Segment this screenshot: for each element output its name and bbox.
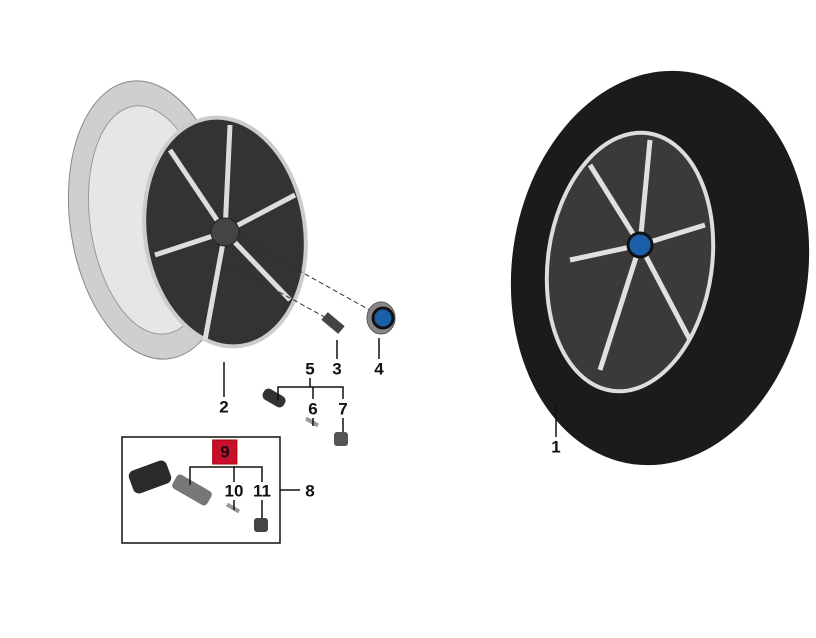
complete-wheel-drawing: [510, 70, 810, 466]
callout-11: 11: [253, 481, 271, 501]
callout-1: 1: [551, 437, 561, 457]
leader-lines: [121, 338, 557, 544]
callout-6: 6: [308, 399, 318, 419]
wheel-bolt-drawing: [321, 312, 345, 334]
callout-7: 7: [338, 399, 348, 419]
callout-2: 2: [219, 397, 229, 417]
valve-drawing: [262, 388, 286, 408]
callout-9-highlighted: 9: [212, 439, 238, 465]
callout-5: 5: [305, 359, 315, 379]
tpms-sensor-drawing: [128, 460, 172, 494]
callout-4: 4: [374, 359, 384, 379]
callout-3: 3: [332, 359, 342, 379]
rim-drawing: [67, 80, 308, 360]
callout-10: 10: [224, 481, 244, 501]
callout-8: 8: [305, 481, 315, 501]
assembly-lines: [229, 234, 376, 321]
